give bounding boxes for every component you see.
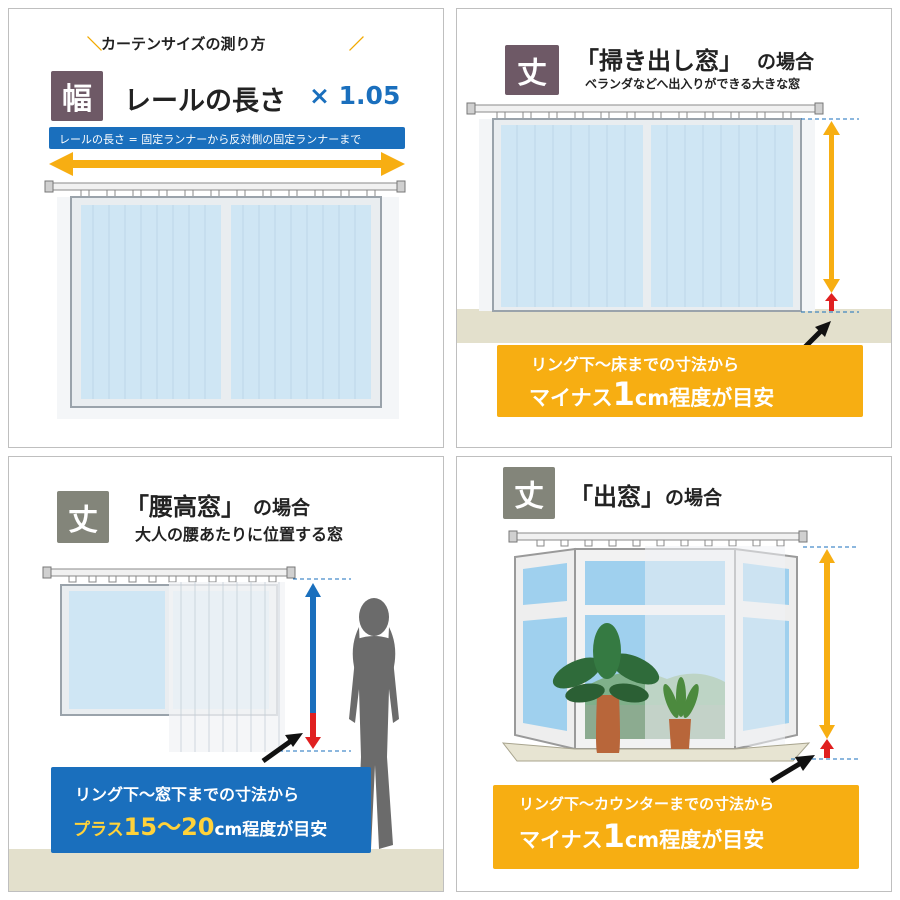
info-line1: リング下〜床までの寸法から — [531, 355, 740, 374]
panel-waist-window: 丈 「腰高窓」 の場合 大人の腰あたりに位置する窓 — [8, 456, 444, 892]
waist-window-subtitle: 大人の腰あたりに位置する窓 — [135, 525, 344, 544]
curtain-rail — [470, 104, 820, 113]
potted-plant-small — [663, 677, 699, 749]
info-line2-num: 1 — [602, 817, 625, 855]
length-badge: 丈 — [503, 467, 555, 519]
info-line2-num: 1 — [612, 375, 635, 413]
potted-plant-large — [552, 623, 660, 753]
floor — [9, 849, 443, 891]
rail-length-title: レールの長さ — [124, 86, 286, 117]
floor-window-illustration — [457, 102, 891, 357]
rail-note-text: レールの長さ = 固定ランナーから反対側の固定ランナーまで — [59, 133, 362, 146]
info-line1: リング下〜窓下までの寸法から — [75, 785, 300, 804]
waist-window-title-suffix: の場合 — [253, 497, 311, 519]
info-line2-pre: マイナス — [529, 386, 613, 410]
floor-window-info-box — [497, 345, 863, 417]
info-line2-pre: マイナス — [519, 828, 603, 852]
floor-window-title-suffix: の場合 — [757, 51, 815, 73]
width-illustration — [44, 152, 406, 419]
floor-window-subtitle: ベランダなどへ出入りができる大きな窓 — [585, 77, 801, 91]
info-line2: マイナス1cm程度が目安 — [519, 817, 764, 855]
panel-bay-window: 丈 「出窓」 の場合 — [456, 456, 892, 892]
waist-window-illustration — [9, 566, 443, 891]
curtain-rail — [512, 532, 804, 541]
heading-deco-right: ／ — [349, 35, 365, 53]
info-line2: マイナス1cm程度が目安 — [529, 375, 774, 413]
length-badge: 丈 — [505, 45, 559, 95]
multiplier-text: × 1.05 — [309, 81, 401, 110]
bay-window-illustration — [501, 530, 859, 784]
window-glass-right — [231, 205, 371, 399]
heading-deco-left: ＼ — [87, 35, 103, 53]
window-glass-right — [651, 125, 793, 307]
bay-window-title-suffix: の場合 — [665, 487, 723, 509]
info-line1: リング下〜カウンターまでの寸法から — [519, 795, 775, 813]
info-line2-post: cm程度が目安 — [214, 820, 328, 840]
heading-text: カーテンサイズの測り方 — [101, 35, 266, 53]
window-glass-left — [81, 205, 221, 399]
rail-note-bar — [49, 127, 405, 149]
width-arrow — [49, 152, 405, 176]
length-arrow — [305, 583, 321, 749]
bay-window-title: 「出窓」 — [569, 483, 665, 511]
curtain-rail — [48, 182, 402, 191]
window-glass-left — [501, 125, 643, 307]
length-arrow — [823, 121, 840, 311]
floor-window-title: 「掃き出し窓」 — [575, 47, 743, 75]
panel-width-measurement: カーテンサイズの測り方 ＼ ／ 幅 レールの長さ × 1.05 レールの長さ =… — [8, 8, 444, 448]
counter — [501, 742, 811, 762]
curtain-rail — [46, 568, 292, 577]
length-arrow — [819, 549, 835, 758]
waist-window-title: 「腰高窓」 — [125, 493, 245, 521]
info-line2-post: cm程度が目安 — [634, 386, 775, 410]
waist-window-info-box — [51, 767, 371, 853]
width-badge: 幅 — [51, 71, 103, 121]
info-line2-num: 15〜20 — [123, 813, 215, 841]
length-badge: 丈 — [57, 491, 109, 543]
info-line2: プラス15〜20cm程度が目安 — [73, 807, 327, 842]
info-line2-pre: プラス — [73, 820, 124, 840]
info-line2-post: cm程度が目安 — [624, 828, 765, 852]
pointer-arrow — [261, 733, 303, 764]
sheer-curtain — [169, 582, 285, 752]
bay-window-info-box — [493, 785, 859, 869]
window-glass-left — [69, 591, 165, 709]
panel-floor-window: 丈 「掃き出し窓」 の場合 ベランダなどへ出入りができる大きな窓 — [456, 8, 892, 448]
sheer-curtain — [645, 546, 785, 746]
pointer-arrow — [769, 755, 815, 784]
